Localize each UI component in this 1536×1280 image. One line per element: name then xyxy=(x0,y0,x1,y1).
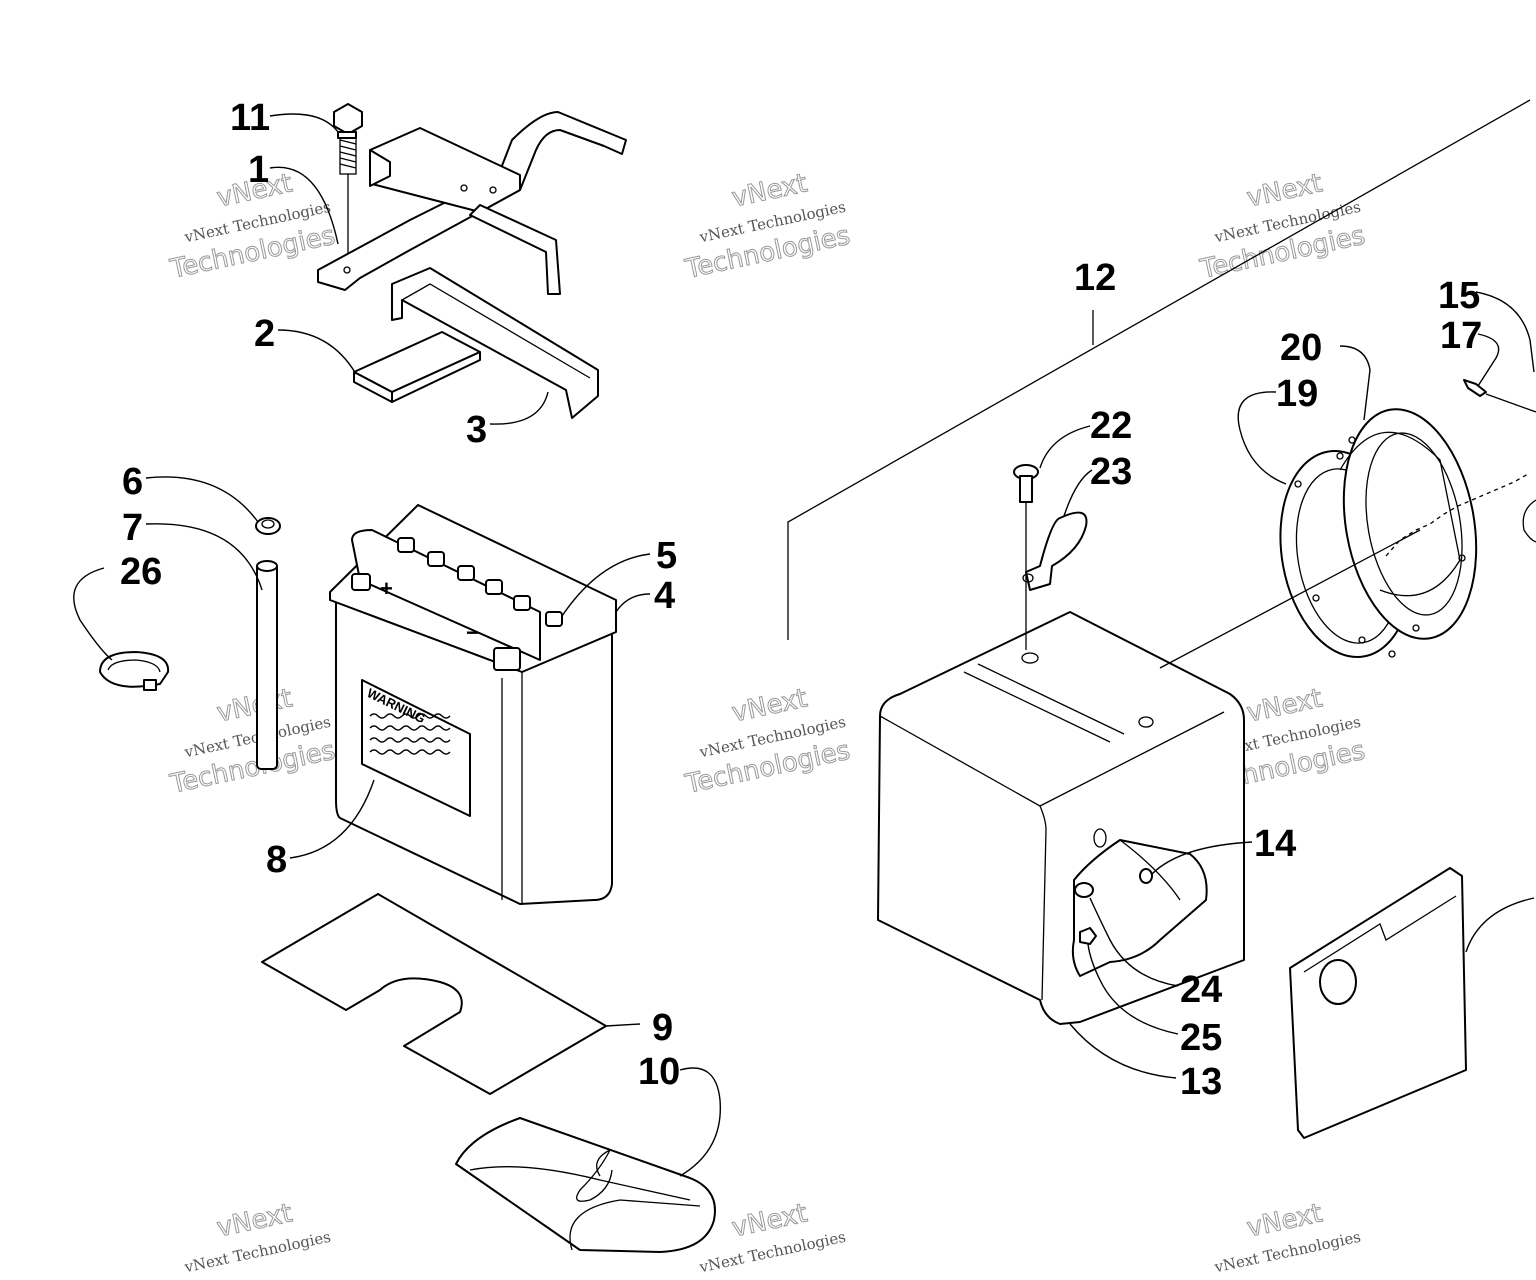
hold-down-strap-part xyxy=(317,111,627,295)
callout-6: 6 xyxy=(122,461,143,503)
vent-tube-part xyxy=(256,560,278,770)
callout-8: 8 xyxy=(266,839,287,881)
callout-12: 12 xyxy=(1074,257,1116,299)
cable-clip-part xyxy=(1022,511,1088,591)
callout-13: 13 xyxy=(1180,1061,1222,1103)
watermark: vNext vNext Technologies Technologies xyxy=(682,683,854,801)
watermark: vNext vNext Technologies xyxy=(1212,1198,1362,1277)
callout-25: 25 xyxy=(1180,1017,1222,1059)
screw-part xyxy=(1013,464,1039,650)
cover-part xyxy=(1289,867,1467,1139)
callouts: 11 1 2 3 6 7 26 5 4 8 9 10 12 22 23 20 1… xyxy=(120,97,1482,1103)
callout-9: 9 xyxy=(652,1007,673,1049)
callout-14: 14 xyxy=(1254,823,1296,865)
watermark: vNext vNext Technologies Technologies xyxy=(1197,168,1369,286)
mat-part xyxy=(261,893,607,1095)
leader-lines xyxy=(73,113,1535,1177)
callout-22: 22 xyxy=(1090,405,1132,447)
bracket-part xyxy=(391,267,599,419)
vent-clamp-part xyxy=(255,517,281,535)
callout-4: 4 xyxy=(654,575,675,617)
callout-2: 2 xyxy=(254,313,275,355)
watermark: vNext vNext Technologies Technologies xyxy=(167,683,339,801)
chain-part xyxy=(1159,473,1529,669)
callout-11: 11 xyxy=(230,97,270,139)
watermark: vNext vNext Technologies xyxy=(182,1198,332,1277)
minus-sign: − xyxy=(466,620,479,645)
bag-part xyxy=(455,1117,716,1253)
watermark: vNext vNext Technologies Technologies xyxy=(682,168,854,286)
callout-20: 20 xyxy=(1280,327,1322,369)
callout-19: 19 xyxy=(1276,373,1318,415)
callout-17: 17 xyxy=(1440,315,1482,357)
battery-part: + − WARNING xyxy=(329,504,617,905)
callout-24: 24 xyxy=(1180,969,1222,1011)
plus-sign: + xyxy=(380,576,393,601)
bolt-part xyxy=(333,103,363,265)
pad-part xyxy=(353,331,481,403)
warning-label: WARNING xyxy=(361,679,471,817)
callout-5: 5 xyxy=(656,535,677,577)
strap-clamp-part xyxy=(99,651,170,691)
callout-15: 15 xyxy=(1438,275,1480,317)
callout-26: 26 xyxy=(120,551,162,593)
callout-23: 23 xyxy=(1090,451,1132,493)
assembly-outline xyxy=(787,99,1531,640)
vent-flange-part xyxy=(1339,408,1478,640)
callout-10: 10 xyxy=(638,1051,680,1093)
callout-1: 1 xyxy=(248,149,269,191)
tether-part xyxy=(1463,379,1536,543)
callout-7: 7 xyxy=(122,507,143,549)
battery-box-part xyxy=(877,611,1245,1025)
callout-3: 3 xyxy=(466,409,487,451)
